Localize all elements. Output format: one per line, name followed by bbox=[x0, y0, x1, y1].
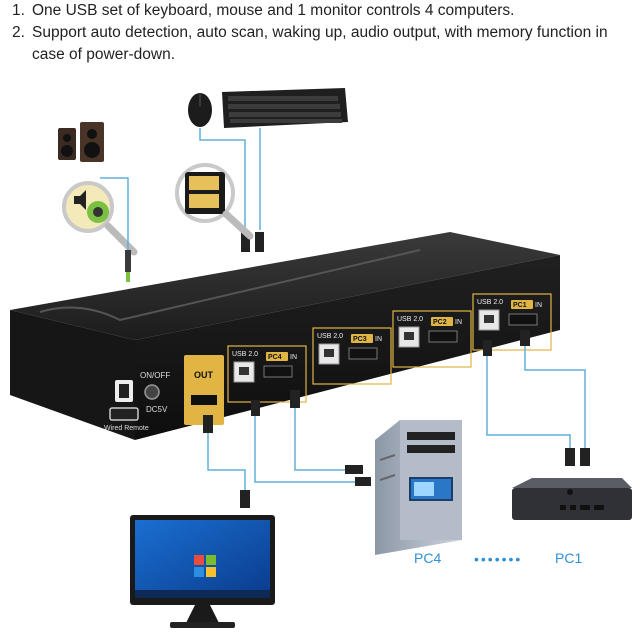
usb-b-port-inner bbox=[484, 315, 494, 323]
pc-badge-label: PC2 bbox=[433, 319, 447, 326]
hdmi-in-icon bbox=[428, 330, 458, 343]
port-group-frame bbox=[227, 345, 307, 403]
hdmi-in-icon bbox=[508, 313, 538, 326]
remote-label: Wired Remote bbox=[104, 425, 149, 432]
pc-badge bbox=[511, 300, 533, 309]
speaker-icon bbox=[58, 122, 104, 162]
remote-port-icon bbox=[109, 407, 139, 421]
usb-label: USB 2.0 bbox=[397, 316, 423, 323]
dc-jack-icon bbox=[144, 384, 160, 400]
usb-b-port-inner bbox=[239, 367, 249, 375]
usb-port-icon bbox=[175, 163, 254, 240]
pc-badge-label: PC1 bbox=[513, 302, 527, 309]
port-group-frame bbox=[312, 327, 392, 385]
feature-number: 2. bbox=[12, 24, 25, 41]
feature-text: Support auto detection, auto scan, wakin… bbox=[32, 24, 608, 63]
kvm-front bbox=[135, 255, 560, 440]
in-label: IN bbox=[455, 319, 462, 326]
feature-text: One USB set of keyboard, mouse and 1 mon… bbox=[32, 2, 515, 19]
usb-label: USB 2.0 bbox=[477, 299, 503, 306]
hdmi-out-icon bbox=[191, 395, 217, 405]
hdmi-in-icon bbox=[263, 365, 293, 378]
in-label: IN bbox=[535, 302, 542, 309]
feature-list: 1. One USB set of keyboard, mouse and 1 … bbox=[12, 0, 632, 66]
port-group-frame bbox=[472, 293, 552, 351]
keyboard-icon bbox=[222, 88, 348, 128]
pc-badge-label: PC3 bbox=[353, 336, 367, 343]
connection-dots: ••••••• bbox=[474, 551, 523, 567]
in-label: IN bbox=[375, 336, 382, 343]
pc-badge bbox=[351, 334, 373, 343]
feature-item: 1. One USB set of keyboard, mouse and 1 … bbox=[12, 0, 632, 22]
in-label: IN bbox=[290, 354, 297, 361]
feature-item: 2. Support auto detection, auto scan, wa… bbox=[12, 22, 632, 66]
monitor-icon bbox=[130, 515, 275, 628]
usb-label: USB 2.0 bbox=[317, 333, 343, 340]
tower-pc-icon bbox=[375, 420, 462, 555]
usb-b-port-inner bbox=[324, 349, 334, 357]
out-port-panel bbox=[184, 355, 224, 425]
usb-b-port-inner bbox=[404, 332, 414, 340]
hdmi-in-icon bbox=[348, 347, 378, 360]
usb-label: USB 2.0 bbox=[232, 351, 258, 358]
port-group-frame bbox=[392, 310, 472, 368]
audio-jack-icon bbox=[62, 181, 138, 256]
pc4-label: PC4 bbox=[414, 550, 442, 566]
mini-pc-icon bbox=[512, 478, 632, 520]
pc-badge-label: PC4 bbox=[268, 354, 282, 361]
out-label: OUT bbox=[194, 370, 214, 380]
pc-badge bbox=[266, 352, 288, 361]
pc1-label: PC1 bbox=[555, 550, 583, 566]
feature-number: 1. bbox=[12, 2, 25, 19]
pc-badge bbox=[431, 317, 453, 326]
kvm-side bbox=[10, 310, 135, 440]
dc-label: DC5V bbox=[146, 405, 168, 414]
mouse-icon bbox=[188, 93, 212, 127]
power-switch-label: ON/OFF bbox=[140, 371, 170, 380]
